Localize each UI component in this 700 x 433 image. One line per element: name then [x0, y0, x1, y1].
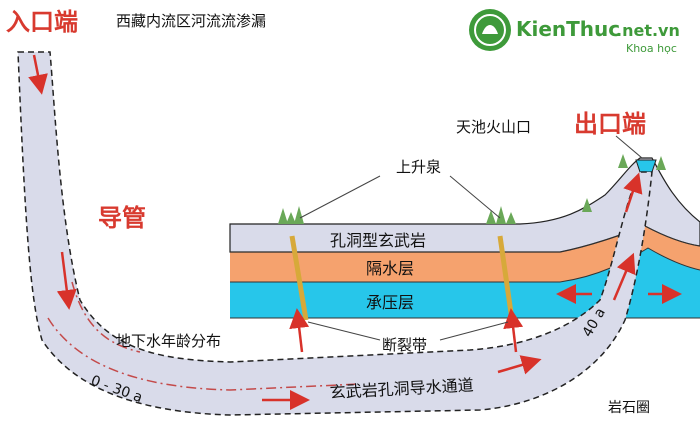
aquiclude-layer [230, 226, 700, 282]
arrow-fault-left [289, 308, 310, 353]
groundwater-channel [17, 51, 653, 416]
arrow-bottom-mid [497, 355, 542, 375]
crater-lake [635, 159, 657, 173]
crater-label: 天池火山口 [456, 118, 531, 136]
spring-leader-right [449, 175, 501, 219]
crater-leader [615, 135, 643, 159]
kienthuc-watermark-logo: KienThuc .net.vn Khoa học [469, 9, 680, 55]
tree-cluster-right [486, 206, 516, 224]
svg-text:Khoa học: Khoa học [626, 42, 677, 55]
fault-zone-right [497, 235, 515, 321]
arrow-inlet [28, 54, 48, 95]
spring-leader-left [299, 175, 381, 219]
outlet-label: 出口端 [574, 110, 646, 138]
layer-basalt-label: 孔洞型玄武岩 [330, 231, 426, 250]
age-boundary-line [47, 317, 361, 391]
conduit-label: 导管 [98, 204, 146, 232]
tree-cluster-left [278, 206, 304, 224]
layer-aquiclude-label: 隔水层 [366, 259, 414, 278]
fault-leader-left [307, 321, 381, 341]
svg-text:.net.vn: .net.vn [616, 21, 680, 40]
fault-leader-right [439, 321, 509, 341]
layer-confined-label: 承压层 [366, 293, 414, 312]
fault-zone-left [289, 235, 309, 321]
lithosphere-label: 岩石圈 [608, 400, 650, 416]
spring-label: 上升泉 [396, 158, 441, 176]
age-title-label: 地下水年龄分布 [116, 332, 221, 350]
inlet-label: 入口端 [6, 8, 78, 36]
fault-label: 断裂带 [382, 336, 427, 354]
arrow-fault-right [503, 308, 524, 353]
svg-text:KienThuc: KienThuc [516, 17, 620, 41]
arrow-rise-1 [612, 252, 636, 301]
confined-layer [230, 248, 700, 318]
tree-cluster-volcano [582, 154, 666, 212]
diagram-title: 西藏内流区河流流渗漏 [116, 12, 266, 30]
arrow-conduit [56, 251, 77, 310]
arrow-rise-2 [623, 172, 643, 213]
